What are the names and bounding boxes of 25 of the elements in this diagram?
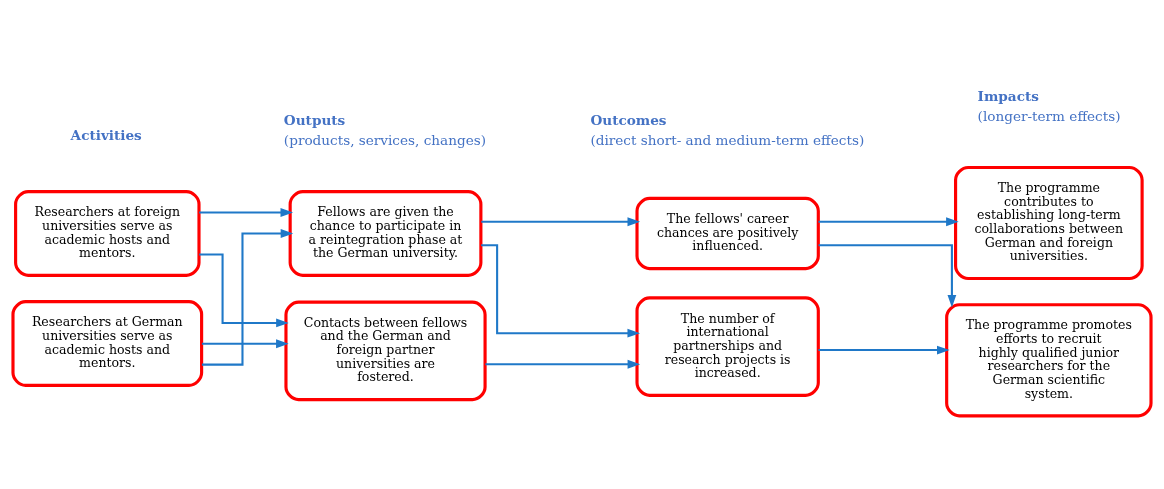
arrow	[818, 216, 959, 226]
arrow	[485, 359, 641, 369]
node-box: Fellows are given the chance to participate in a reintegration phase at the German university.	[288, 189, 483, 277]
node-box: The programme contributes to establishing long-term collaborations between German and foreign universities.	[954, 165, 1144, 280]
arrow	[199, 207, 294, 217]
node-box: Researchers at German universities serve as academic hosts and mentors.	[11, 299, 204, 387]
node-box: The programme promotes efforts to recruit highly qualified junior researchers for the German scientific system.	[945, 302, 1153, 417]
arrow	[199, 252, 289, 327]
node-box: The fellows' career chances are positively influenced.	[635, 196, 820, 270]
node-box: Contacts between fellows and the German and foreign partner universities are fostered.	[284, 300, 487, 401]
node-box: Researchers at foreign universities serve as academic hosts and mentors.	[14, 189, 201, 277]
label: Outcomes	[590, 111, 667, 128]
arrow	[818, 243, 957, 308]
label: Outputs	[283, 111, 346, 128]
label: (longer-term effects)	[977, 107, 1121, 124]
label: Impacts	[977, 87, 1039, 104]
arrow	[818, 345, 950, 354]
arrow	[481, 216, 641, 226]
arrow	[481, 243, 641, 338]
arrow	[201, 338, 289, 348]
node-box: The number of international partnerships and research projects is increased.	[635, 295, 820, 397]
arrow	[201, 228, 294, 366]
label: Activities	[70, 126, 142, 143]
label: (products, services, changes)	[283, 131, 487, 148]
label: (direct short- and medium-term effects)	[590, 131, 865, 148]
